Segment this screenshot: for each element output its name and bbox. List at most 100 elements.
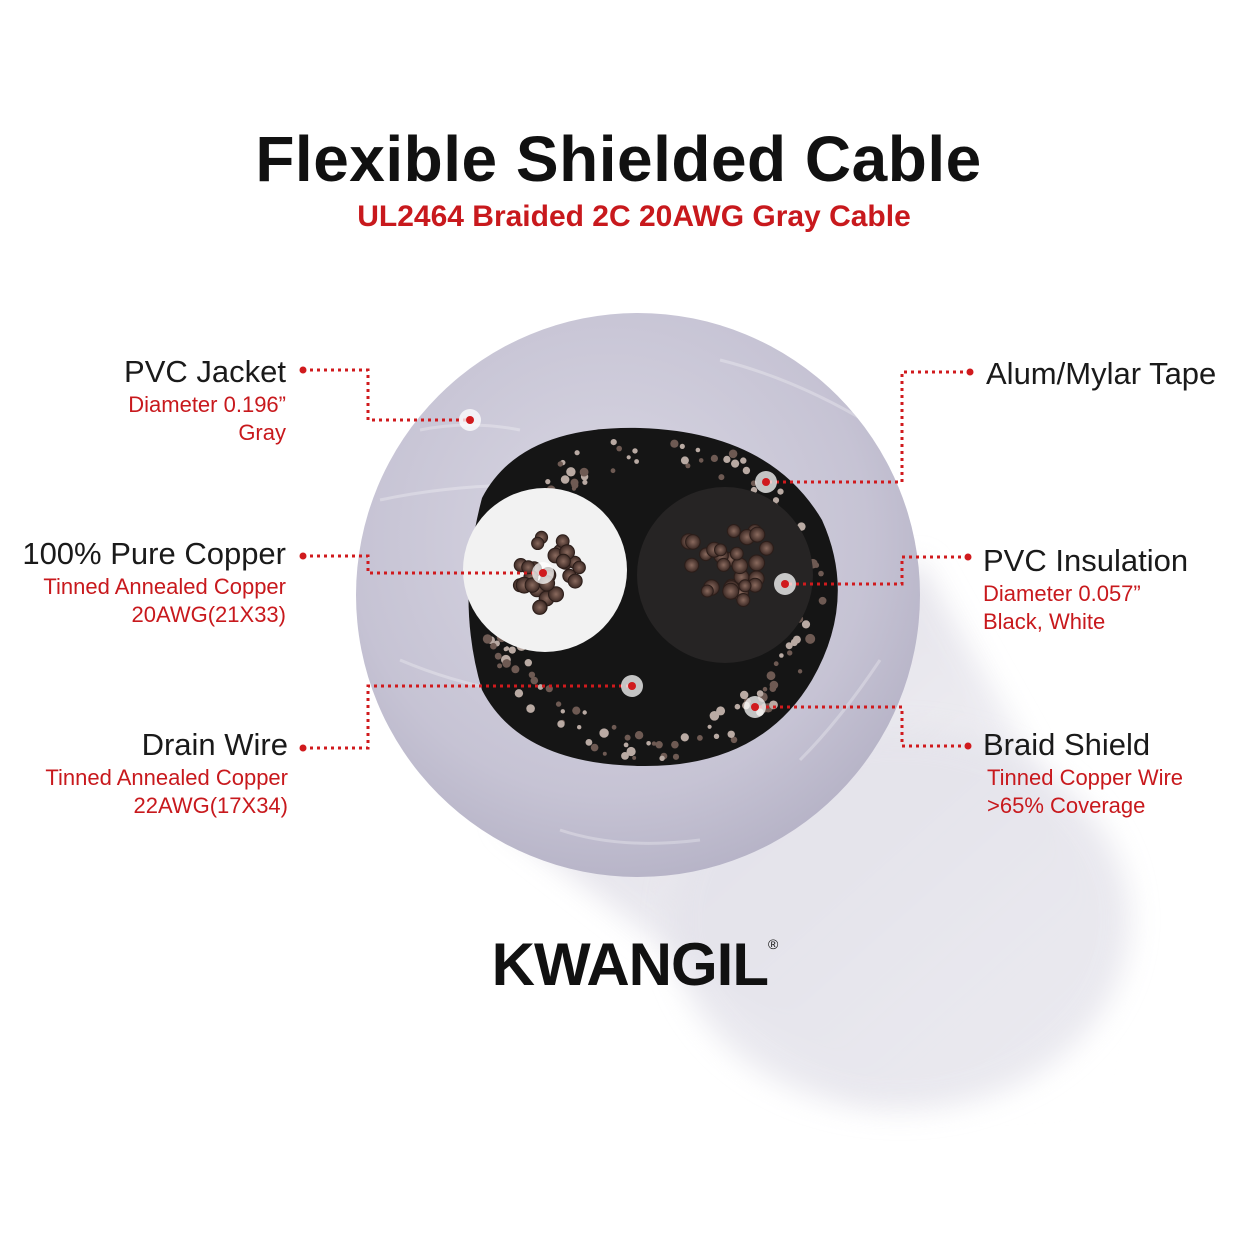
braid-strand-dot: [697, 735, 703, 741]
braid-strand-dot: [710, 454, 719, 462]
label-pvc-jacket: PVC Jacket Diameter 0.196” Gray: [124, 356, 286, 447]
braid-strand-dot: [526, 704, 535, 713]
braid-strand-dot: [672, 753, 680, 760]
braid-strand-dot: [805, 633, 816, 644]
braid-strand-dot: [713, 733, 720, 739]
braid-shield-title: Braid Shield: [983, 727, 1151, 762]
braid-strand-dot: [555, 701, 562, 707]
copper-strand: [748, 554, 766, 572]
braid-strand-dot: [797, 669, 803, 674]
braid-strand-dot: [508, 646, 516, 654]
braid-strand-dot: [582, 710, 587, 715]
braid-strand-dot: [813, 562, 820, 568]
braid-strand-dot: [730, 736, 738, 744]
drain-wire-title: Drain Wire: [141, 727, 288, 762]
braid-strand-dot: [634, 459, 639, 464]
braid-strand-dot: [679, 443, 685, 449]
braid-strand-dot: [670, 439, 679, 448]
braid-strand-dot: [632, 755, 637, 760]
braid-strand-dot: [718, 474, 725, 481]
braid-strand-dot: [785, 642, 793, 650]
copper-strand: [572, 560, 586, 575]
braid-strand-dot: [671, 740, 679, 749]
braid-shield-material: Tinned Copper Wire: [987, 765, 1184, 790]
copper-strand: [749, 526, 766, 543]
registered-mark: ®: [767, 936, 779, 952]
page-title: Flexible Shielded Cable: [255, 123, 982, 195]
copper-strand: [722, 582, 740, 600]
braid-strand-dot: [772, 497, 780, 504]
braid-strand-dot: [610, 439, 617, 446]
braid-strand-dot: [655, 741, 663, 749]
braid-strand-dot: [769, 680, 779, 690]
braid-strand-dot: [503, 647, 508, 652]
label-drain-wire: Drain Wire Tinned Annealed Copper 22AWG(…: [45, 729, 288, 820]
braid-strand-dot: [610, 468, 616, 474]
pvc-jacket-title: PVC Jacket: [124, 354, 286, 389]
braid-strand-dot: [801, 620, 811, 629]
braid-strand-dot: [734, 703, 741, 710]
braid-strand-dot: [524, 659, 532, 667]
pvc-insulation-diameter: Diameter 0.057”: [983, 581, 1141, 606]
braid-strand-dot: [756, 690, 764, 697]
label-pvc-insulation: PVC Insulation Diameter 0.057” Black, Wh…: [983, 545, 1188, 636]
brand-logo: KWANGIL®: [0, 930, 1237, 999]
pvc-jacket-color: Gray: [238, 420, 286, 445]
copper-strand: [555, 553, 571, 569]
braid-strand-dot: [818, 596, 827, 605]
braid-strand-dot: [511, 665, 520, 674]
braid-strand-dot: [695, 447, 701, 453]
copper-strand: [548, 586, 564, 603]
braid-strand-dot: [634, 731, 644, 740]
black-insulation-shape: [637, 487, 813, 663]
braid-strand-dot: [632, 448, 638, 454]
copper-strand: [567, 573, 583, 589]
braid-strand-dot: [582, 479, 588, 485]
copper-title: 100% Pure Copper: [22, 536, 286, 571]
braid-strand-dot: [716, 706, 726, 716]
copper-strand: [729, 546, 744, 561]
braid-strand-dot: [545, 479, 551, 485]
braid-strand-dot: [680, 456, 689, 465]
braid-strand-dot: [579, 467, 589, 477]
mylar-tape-title: Alum/Mylar Tape: [986, 356, 1217, 391]
braid-strand-dot: [728, 449, 738, 459]
copper-strand: [700, 584, 714, 598]
braid-strand-dot: [791, 638, 797, 645]
braid-strand-dot: [570, 478, 579, 487]
braid-strand-dot: [623, 742, 629, 748]
page-subtitle: UL2464 Braided 2C 20AWG Gray Cable: [357, 200, 911, 233]
copper-strand: [685, 534, 701, 550]
braid-strand-dot: [621, 752, 629, 760]
braid-strand-dot: [740, 457, 747, 464]
copper-strand: [726, 524, 741, 538]
braid-strand-dot: [698, 458, 704, 463]
braid-strand-dot: [490, 642, 497, 650]
leader-lines: [303, 368, 970, 750]
copper-strand: [684, 557, 700, 573]
pvc-insulation-colors: Black, White: [983, 609, 1106, 634]
braid-strand-dot: [557, 720, 565, 728]
braid-strand-dot: [616, 445, 622, 452]
braid-strand-dot: [646, 741, 651, 746]
braid-strand-dot: [572, 706, 581, 715]
braid-strand-dot: [502, 659, 511, 668]
braid-strand-dot: [560, 475, 570, 484]
braid-strand-dot: [530, 676, 539, 685]
braid-strand-dot: [557, 461, 563, 467]
braid-strand-dot: [685, 463, 691, 469]
label-pure-copper: 100% Pure Copper Tinned Annealed Copper …: [22, 538, 286, 629]
label-braid-shield: Braid Shield Tinned Copper Wire >65% Cov…: [983, 729, 1183, 820]
braid-strand-dot: [773, 661, 779, 667]
drain-wire-gauge: 22AWG(17X34): [133, 793, 288, 818]
braid-strand-dot: [626, 455, 631, 460]
braid-strand-dot: [514, 689, 524, 698]
braid-strand-dot: [577, 725, 582, 730]
braid-strand-dot: [731, 459, 740, 468]
braid-strand-dot: [560, 709, 565, 714]
braid-strand-dot: [602, 751, 607, 756]
copper-strand: [532, 599, 548, 615]
braid-strand-dot: [528, 671, 536, 678]
braid-strand-dot: [779, 653, 784, 658]
copper-gauge: 20AWG(21X33): [131, 602, 286, 627]
